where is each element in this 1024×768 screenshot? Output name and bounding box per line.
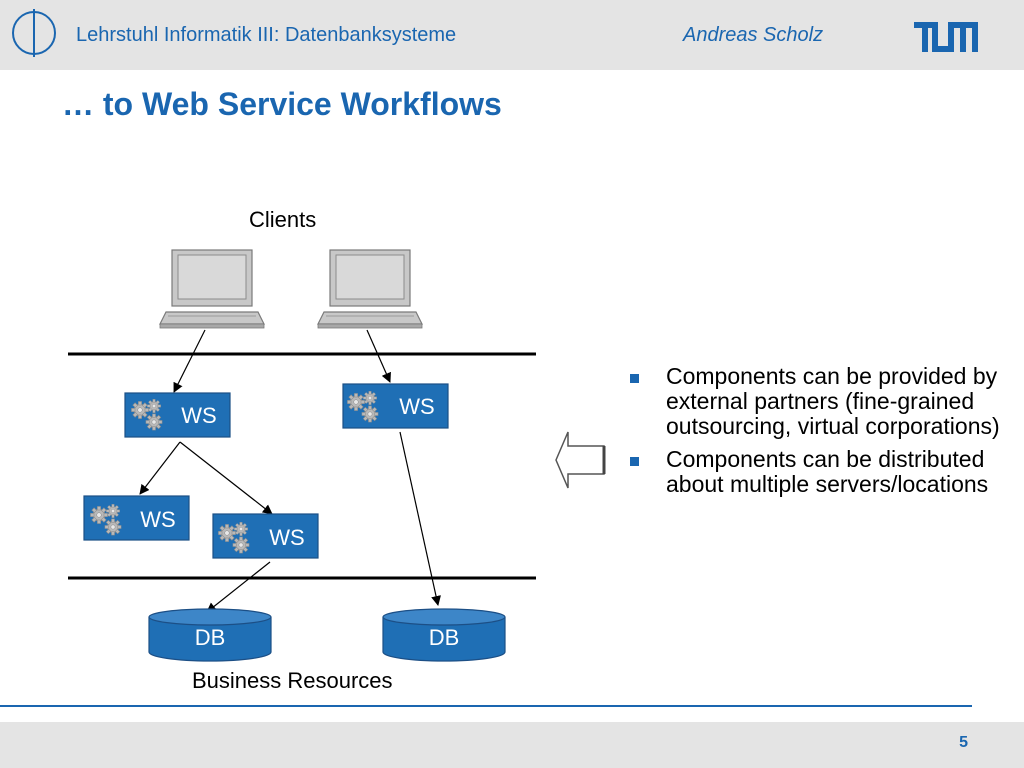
db-label: DB: [195, 625, 226, 650]
database-cylinder: DB: [148, 608, 272, 662]
web-service-box: WS: [83, 495, 190, 541]
clients-label: Clients: [249, 207, 317, 232]
page-number: 5: [959, 734, 968, 751]
ws-label: WS: [269, 525, 304, 550]
bullet-square-icon: [630, 457, 639, 466]
header-title: Lehrstuhl Informatik III: Datenbanksyste…: [76, 24, 457, 46]
client-laptop-icon: [317, 249, 423, 329]
web-service-box: WS: [342, 383, 449, 429]
web-service-box: WS: [124, 392, 231, 438]
slide-title: … to Web Service Workflows: [62, 86, 502, 122]
header-bar: Lehrstuhl Informatik III: Datenbanksyste…: [0, 0, 1024, 70]
bullet-text: Components can be provided by external p…: [666, 363, 1000, 439]
ws-label: WS: [140, 507, 175, 532]
db-label: DB: [429, 625, 460, 650]
ws-label: WS: [181, 403, 216, 428]
header-author: Andreas Scholz: [683, 24, 824, 46]
ws-label: WS: [399, 394, 434, 419]
web-service-box: WS: [212, 513, 319, 559]
bullet-list: Components can be provided by external p…: [628, 364, 1024, 505]
bullet-text: Components can be distributed about mult…: [666, 446, 989, 497]
bullet-square-icon: [630, 374, 639, 383]
client-laptop-icon: [159, 249, 265, 329]
chair-logo-icon: [12, 9, 56, 57]
left-arrow-icon: [555, 431, 606, 489]
database-cylinder: DB: [382, 608, 506, 662]
footer-divider: [0, 705, 972, 707]
tum-logo-icon: [914, 22, 978, 52]
business-resources-label: Business Resources: [192, 668, 393, 693]
footer-bar: 5: [0, 722, 1024, 768]
bullet-item: Components can be distributed about mult…: [628, 447, 1024, 497]
connection-arrows: [139, 329, 441, 613]
bullet-item: Components can be provided by external p…: [628, 364, 1024, 439]
